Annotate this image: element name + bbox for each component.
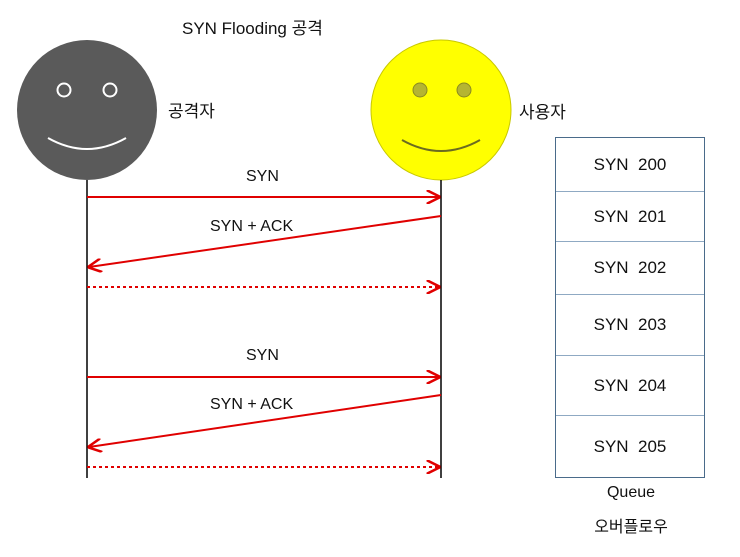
- queue-item: SYN 200: [593, 154, 667, 174]
- syn-ack-arrow-2: [89, 394, 442, 447]
- queue-item: SYN 201: [556, 191, 704, 241]
- message-label-syn-ack-2: SYN + ACK: [210, 396, 294, 413]
- user-face-icon: [370, 39, 512, 181]
- attacker-face-icon: [17, 40, 157, 180]
- message-label-syn-ack-1: SYN + ACK: [210, 218, 294, 235]
- queue-caption: Queue: [606, 484, 656, 501]
- attacker-label: 공격자: [168, 102, 215, 121]
- queue-overflow-caption: 오버플로우: [594, 519, 668, 536]
- message-label-syn-1: SYN: [246, 168, 279, 185]
- syn-ack-arrow-1: [89, 215, 442, 267]
- queue-item: SYN 204: [556, 355, 704, 415]
- diagram-title: SYN Flooding 공격: [182, 19, 323, 38]
- message-label-syn-2: SYN: [246, 347, 279, 364]
- server-queue: SYN 200 SYN 201 SYN 202 SYN 203 SYN 204 …: [555, 137, 705, 478]
- queue-item: SYN 205: [556, 415, 704, 477]
- queue-item: SYN 203: [556, 294, 704, 355]
- user-label: 사용자: [519, 103, 566, 122]
- queue-item: SYN 202: [556, 241, 704, 294]
